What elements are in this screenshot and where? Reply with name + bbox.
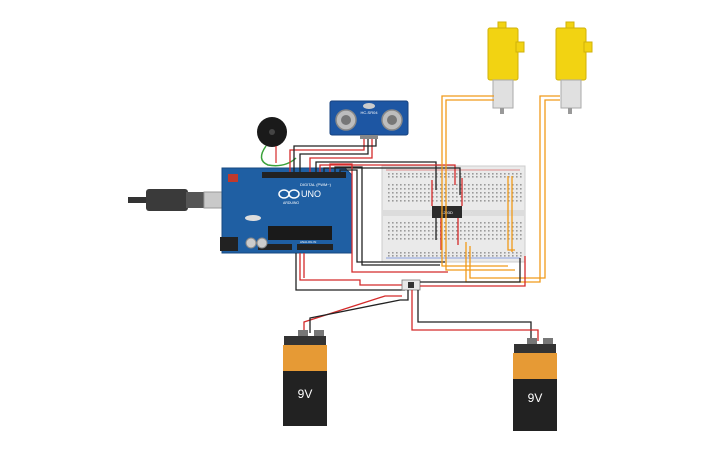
atmega-chip xyxy=(268,226,332,240)
digital-header-label: DIGITAL (PWM~) xyxy=(300,182,332,187)
motor-left[interactable] xyxy=(487,21,525,114)
uno-label: UNO xyxy=(301,189,321,199)
reset-button[interactable] xyxy=(228,174,238,182)
breadboard-holes xyxy=(388,173,522,257)
battery-9v-right[interactable]: 9V xyxy=(513,338,557,431)
piezo-buzzer[interactable] xyxy=(257,117,297,167)
power-header xyxy=(258,244,292,250)
wires xyxy=(289,95,560,341)
motor-driver-ic[interactable]: L293D xyxy=(432,206,462,218)
motor-right[interactable] xyxy=(555,21,593,114)
capacitor-2 xyxy=(256,237,268,249)
battery-left-label: 9V xyxy=(298,387,313,401)
sensor-label: HC-SR04 xyxy=(360,110,378,115)
battery-right-label: 9V xyxy=(528,391,543,405)
buzzer-wire-green xyxy=(260,145,297,167)
ultrasonic-sensor[interactable]: HC-SR04 xyxy=(329,100,409,139)
arduino-uno-board[interactable]: DIGITAL (PWM~) UNO ARDUINO ANALOG IN xyxy=(220,167,353,254)
analog-header xyxy=(297,244,333,250)
dc-jack xyxy=(220,237,238,251)
capacitor-1 xyxy=(245,237,257,249)
battery-9v-left[interactable]: 9V xyxy=(283,330,327,426)
arduino-sub-label: ARDUINO xyxy=(283,201,299,205)
driver-label: L293D xyxy=(441,210,453,215)
arduino-logo xyxy=(278,189,300,199)
digital-header xyxy=(262,172,346,178)
crystal xyxy=(245,215,261,221)
analog-label: ANALOG IN xyxy=(300,240,316,244)
